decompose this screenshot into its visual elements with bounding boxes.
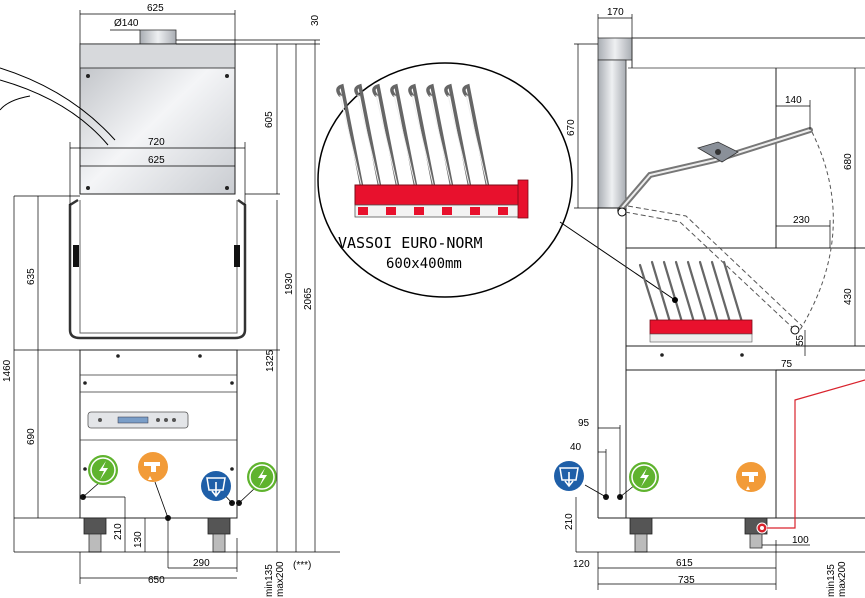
dim-work-height: 1460 bbox=[2, 359, 13, 382]
dim-depth-total: 735 bbox=[678, 575, 695, 586]
drain-icon bbox=[554, 461, 584, 491]
dim-side-feet-min: min135 bbox=[826, 564, 837, 597]
dim-side-step: 75 bbox=[781, 359, 793, 370]
electric-icon bbox=[247, 462, 277, 492]
dim-inlet-offset: 95 bbox=[578, 418, 590, 429]
dim-rack-height: 430 bbox=[843, 288, 854, 305]
callout-size: 600x400mm bbox=[386, 256, 462, 272]
dim-rack-gap: 55 bbox=[795, 334, 806, 346]
dim-flue-diameter: Ø140 bbox=[114, 18, 139, 29]
dim-feet-height: 210 bbox=[113, 523, 124, 540]
dim-drain-offset: 40 bbox=[570, 442, 582, 453]
dim-depth-inner: 615 bbox=[676, 558, 693, 569]
rack-callout: VASSOI EURO-NORM 600x400mm bbox=[317, 62, 676, 301]
dim-arm-offset: 140 bbox=[785, 95, 802, 106]
dim-feet-min: min135 bbox=[264, 564, 275, 597]
dim-hood-height: 605 bbox=[264, 111, 275, 128]
flue-pipe bbox=[139, 29, 177, 45]
hood-panel bbox=[79, 43, 236, 195]
dim-opening-width: 720 bbox=[148, 137, 165, 148]
dim-base-height: 690 bbox=[26, 428, 37, 445]
dim-note: (***) bbox=[293, 560, 311, 571]
callout-title: VASSOI EURO-NORM bbox=[338, 234, 483, 252]
dim-arm-drop: 680 bbox=[843, 153, 854, 170]
dim-feet-max: max200 bbox=[275, 561, 286, 597]
dim-mid-height: 1325 bbox=[265, 349, 276, 372]
water-tap-icon bbox=[138, 452, 168, 482]
front-view: 625 Ø140 30 605 720 625 635 1930 2065 69… bbox=[0, 3, 340, 597]
dim-side-feet-max: max200 bbox=[837, 561, 848, 597]
dim-hood-open: 635 bbox=[26, 268, 37, 285]
water-tap-icon bbox=[736, 462, 766, 492]
dim-hood-side: 670 bbox=[566, 119, 577, 136]
side-hood bbox=[597, 59, 627, 209]
dim-back-offset: 120 bbox=[573, 559, 590, 570]
dim-top-gap: 30 bbox=[310, 14, 321, 26]
dim-arm-reach: 230 bbox=[793, 215, 810, 226]
electric-icon bbox=[629, 462, 659, 492]
dim-water-offset: 100 bbox=[792, 535, 809, 546]
dim-base-width: 650 bbox=[148, 575, 165, 586]
dim-flue-offset: 170 bbox=[607, 7, 624, 18]
dim-overall: 2065 bbox=[303, 287, 314, 310]
dim-side-feet: 210 bbox=[564, 513, 575, 530]
dim-total-hood: 1930 bbox=[284, 272, 295, 295]
dim-feet-spacing: 290 bbox=[193, 558, 210, 569]
side-view: 170 670 140 680 230 430 55 75 95 40 210 … bbox=[554, 7, 865, 597]
electric-icon bbox=[88, 455, 118, 485]
drain-icon bbox=[201, 471, 231, 501]
dim-inner-width: 625 bbox=[148, 155, 165, 166]
dim-top-width: 625 bbox=[147, 3, 164, 14]
dim-drain-height: 130 bbox=[133, 531, 144, 548]
